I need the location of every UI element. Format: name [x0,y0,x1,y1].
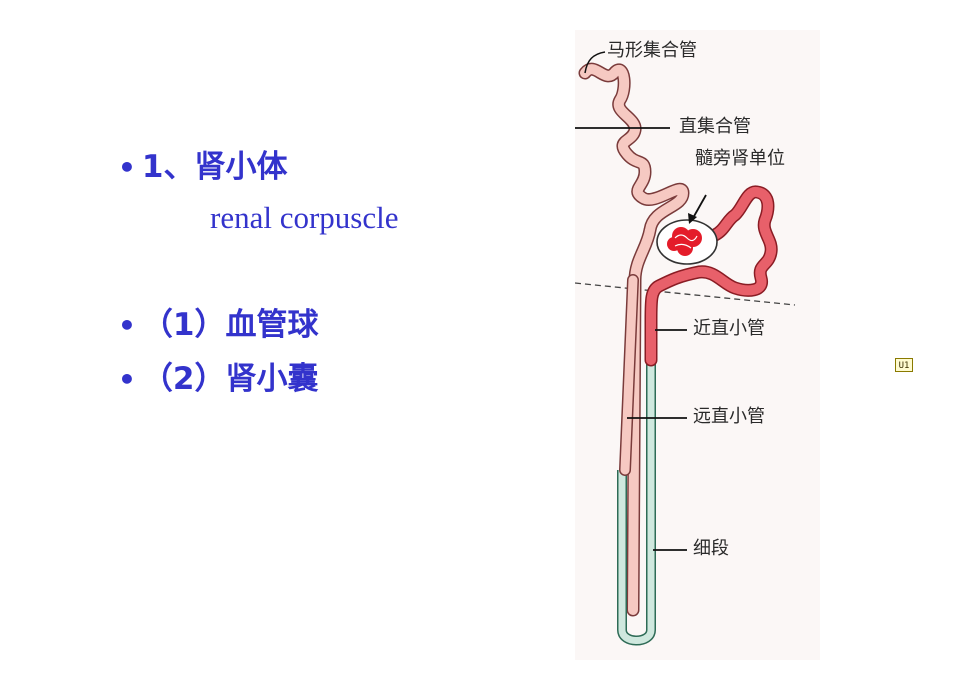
label-straight-collecting-duct: 直集合管 [679,116,751,137]
glomerulus [667,227,702,256]
item-glomerulus: •（1）血管球 [118,310,318,341]
label-arched-collecting-duct: 马形集合管 [607,40,697,61]
leader-arched-duct [584,51,606,74]
distal-straight-tubule-fill [620,275,638,475]
bullet-dot: • [118,151,136,184]
label-juxtamedullary-nephron: 髓旁肾单位 [695,148,785,169]
nephron-illustration [575,30,820,660]
subtitle-english: renal corpuscle [210,200,399,235]
item-text: （2）肾小囊 [141,361,319,397]
heading-renal-corpuscle: •1、肾小体 [118,152,287,183]
boundary-dashed-line [575,282,796,306]
arrow-juxtamedullary [692,194,707,219]
label-proximal-straight-tubule: 近直小管 [693,318,765,339]
item-text: （1）血管球 [141,307,319,343]
collecting-duct-fill [580,64,688,615]
label-distal-straight-tubule: 远直小管 [693,406,765,427]
thin-segment-fill [618,360,655,644]
comment-marker[interactable]: U1 [895,358,913,372]
heading-text: 1、肾小体 [141,149,288,185]
bullet-dot: • [118,309,136,342]
arrow-head [688,213,697,224]
nephron-figure: 马形集合管 直集合管 髓旁肾单位 近直小管 远直小管 细段 [575,30,820,660]
bullet-dot: • [118,363,136,396]
proximal-tubule-fill [646,186,777,365]
figure-background [575,30,820,660]
item-renal-capsule: •（2）肾小囊 [118,364,318,395]
label-thin-segment: 细段 [693,538,729,559]
